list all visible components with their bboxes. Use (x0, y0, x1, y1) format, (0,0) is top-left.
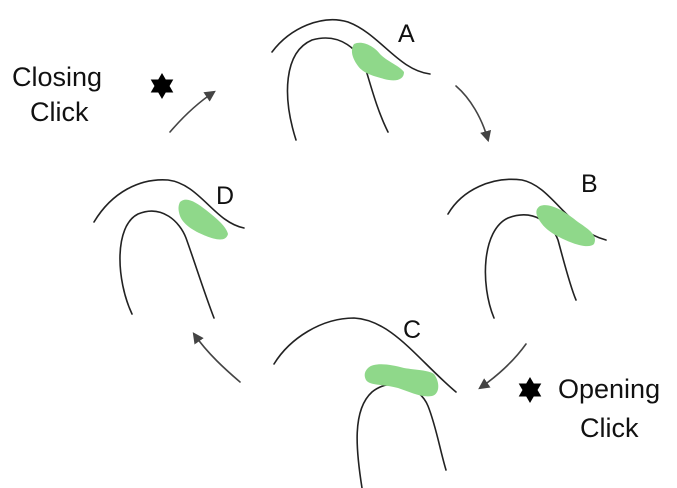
opening-click-label: Opening Click (558, 374, 668, 443)
panel-c: C (273, 316, 457, 488)
fossa-outline (93, 179, 245, 229)
condyle-outline (286, 37, 389, 141)
star-icon (150, 73, 174, 99)
arrow-a-to-b (455, 85, 492, 143)
fossa-outline (271, 18, 431, 75)
panel-label: B (581, 170, 598, 198)
articular-disc (178, 199, 228, 240)
arrow-c-to-d (192, 332, 241, 383)
panel-label: D (216, 182, 234, 210)
arrow-d-to-a (169, 90, 216, 133)
panel-a: A (271, 18, 431, 141)
closing-click-annotation: Closing Click (12, 62, 174, 127)
panel-label: C (403, 316, 421, 344)
closing-click-label: Closing Click (12, 62, 110, 127)
panel-label: A (398, 20, 415, 48)
condyle-outline (119, 210, 215, 319)
fossa-outline (273, 317, 457, 393)
articular-disc (536, 205, 596, 247)
arrow-b-to-c (478, 343, 527, 390)
articular-disc (351, 42, 404, 81)
condyle-outline (356, 383, 447, 488)
panel-b: B (447, 170, 607, 319)
articular-disc (364, 364, 439, 397)
panel-d: D (93, 179, 245, 319)
star-icon (518, 377, 542, 403)
condyle-outline (484, 214, 577, 319)
opening-click-annotation: Opening Click (518, 374, 668, 443)
